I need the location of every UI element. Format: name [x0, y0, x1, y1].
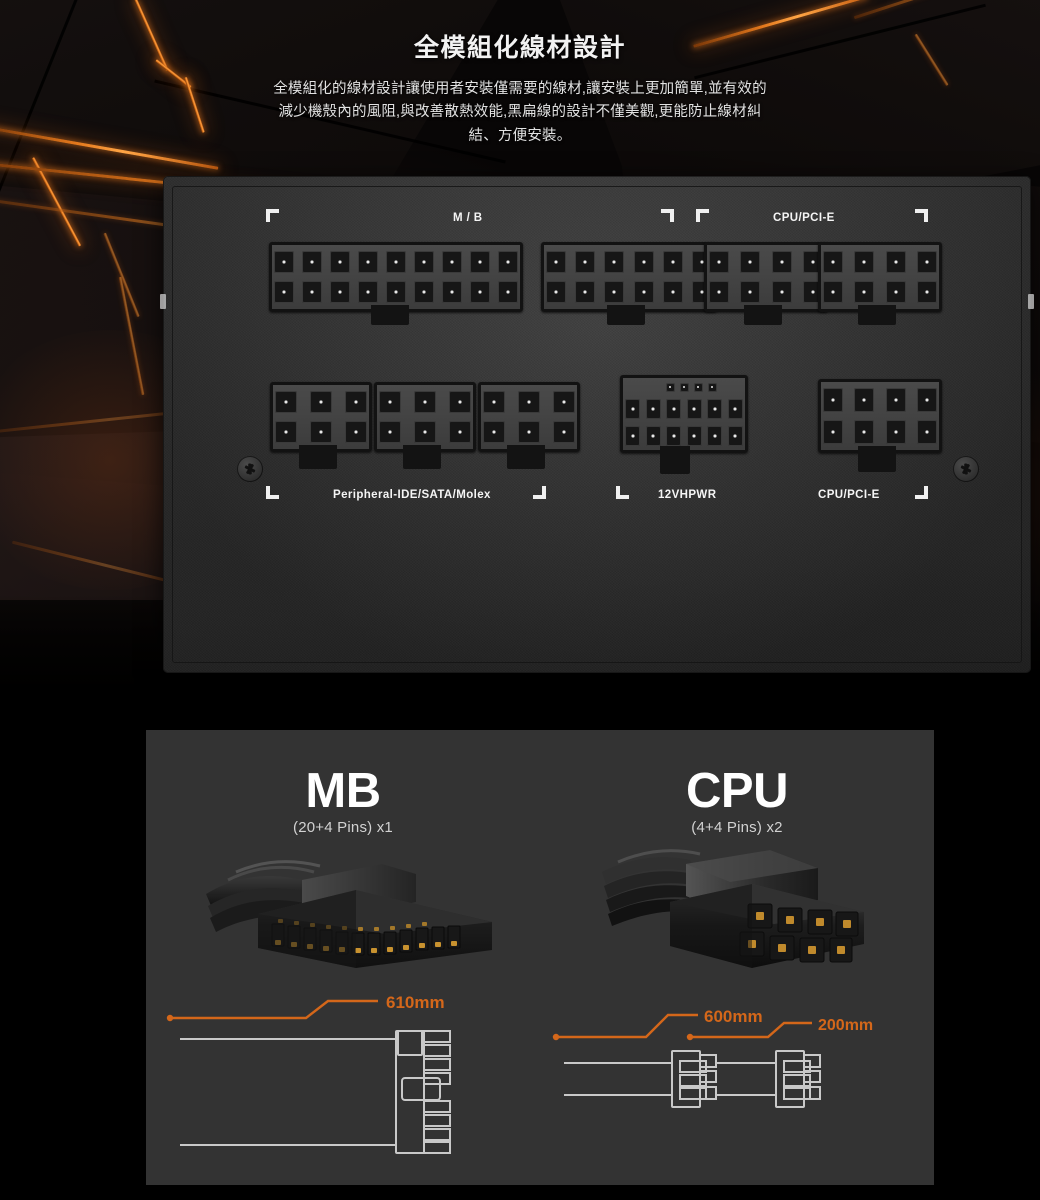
- bracket-mark-peripheral-br: [533, 486, 546, 499]
- measure-label-cpu-200: 200mm: [818, 1017, 873, 1034]
- bracket-mark-cpupcie-bottom-br: [915, 486, 928, 499]
- card-mb-head: MB (20+4 Pins) x1: [146, 764, 540, 836]
- connector-tab-peripheral-a: [299, 445, 337, 469]
- panel-notch-right: [1028, 294, 1034, 309]
- connector-peripheral-6pin-c: [478, 382, 580, 452]
- card-mb: MB (20+4 Pins) x1: [146, 730, 540, 1185]
- panel-notch-left: [160, 294, 166, 309]
- measure-label-cpu-600: 600mm: [704, 1007, 763, 1026]
- cable-diagram-cpu: 600mm 200mm: [552, 1007, 873, 1108]
- cable-photo-cpu: [602, 849, 864, 968]
- cable-diagram-mb: 610mm: [166, 993, 451, 1154]
- card-cpu-subtitle: (4+4 Pins) x2: [691, 818, 783, 836]
- bracket-mark-peripheral-bl: [266, 486, 279, 499]
- bracket-mark-mb-tl: [266, 209, 279, 222]
- connector-tab-cpu-pcie-8pin-c: [858, 446, 896, 472]
- label-12vhpwr: 12VHPWR: [658, 489, 717, 501]
- cable-spec-cards: MB (20+4 Pins) x1: [0, 714, 1040, 1200]
- panel-screw-left: [237, 456, 263, 482]
- connector-cpu-pcie-8pin-b: [818, 242, 942, 312]
- bracket-mark-cpupcie-tr: [915, 209, 928, 222]
- connector-tab-mb-24pin: [371, 305, 409, 325]
- connector-tab-mb-12pin: [607, 305, 645, 325]
- connector-cpu-pcie-8pin-a: [704, 242, 828, 312]
- psu-modular-panel: M / B CPU/PCI-E: [160, 176, 1034, 673]
- card-mb-title: MB: [305, 764, 381, 818]
- label-cpu-pcie-top: CPU/PCI-E: [773, 212, 835, 224]
- connector-tab-cpu-pcie-8pin-a: [744, 305, 782, 325]
- 12vhpwr-sense-row: [625, 380, 743, 394]
- bracket-mark-12vhpwr-bl: [616, 486, 629, 499]
- bracket-mark-mb-tr: [661, 209, 674, 222]
- page-subtitle: 全模組化的線材設計讓使用者安裝僅需要的線材,讓安裝上更加簡單,並有效的減少機殼內…: [273, 81, 767, 144]
- hero-background: 全模組化線材設計 全模組化的線材設計讓使用者安裝僅需要的線材,讓安裝上更加簡單,…: [0, 0, 1040, 714]
- card-cpu-head: CPU (4+4 Pins) x2: [540, 764, 934, 836]
- hero-text-block: 全模組化線材設計 全模組化的線材設計讓使用者安裝僅需要的線材,讓安裝上更加簡單,…: [0, 28, 1040, 148]
- label-cpu-pcie-bottom: CPU/PCI-E: [818, 489, 880, 501]
- connector-tab-cpu-pcie-8pin-b: [858, 305, 896, 325]
- card-cpu-title: CPU: [686, 764, 788, 818]
- label-mb: M / B: [453, 212, 483, 224]
- label-peripheral: Peripheral-IDE/SATA/Molex: [333, 489, 491, 501]
- connector-12vhpwr: [620, 375, 748, 453]
- panel-screw-right: [953, 456, 979, 482]
- connector-peripheral-6pin-a: [270, 382, 372, 452]
- measure-label-mb-610: 610mm: [386, 993, 445, 1012]
- connector-cpu-pcie-8pin-c: [818, 379, 942, 453]
- connector-area: M / B CPU/PCI-E: [163, 176, 1031, 673]
- connector-mb-24pin: [269, 242, 523, 312]
- card-mb-subtitle: (20+4 Pins) x1: [293, 818, 393, 836]
- cable-photo-mb: [206, 860, 492, 968]
- connector-peripheral-6pin-b: [374, 382, 476, 452]
- page-title: 全模組化線材設計: [413, 34, 626, 62]
- bracket-mark-cpupcie-tl: [696, 209, 709, 222]
- connector-tab-peripheral-c: [507, 445, 545, 469]
- connector-tab-12vhpwr: [660, 446, 690, 474]
- card-cpu: CPU (4+4 Pins) x2: [540, 730, 934, 1185]
- connector-mb-12pin: [541, 242, 717, 312]
- connector-tab-peripheral-b: [403, 445, 441, 469]
